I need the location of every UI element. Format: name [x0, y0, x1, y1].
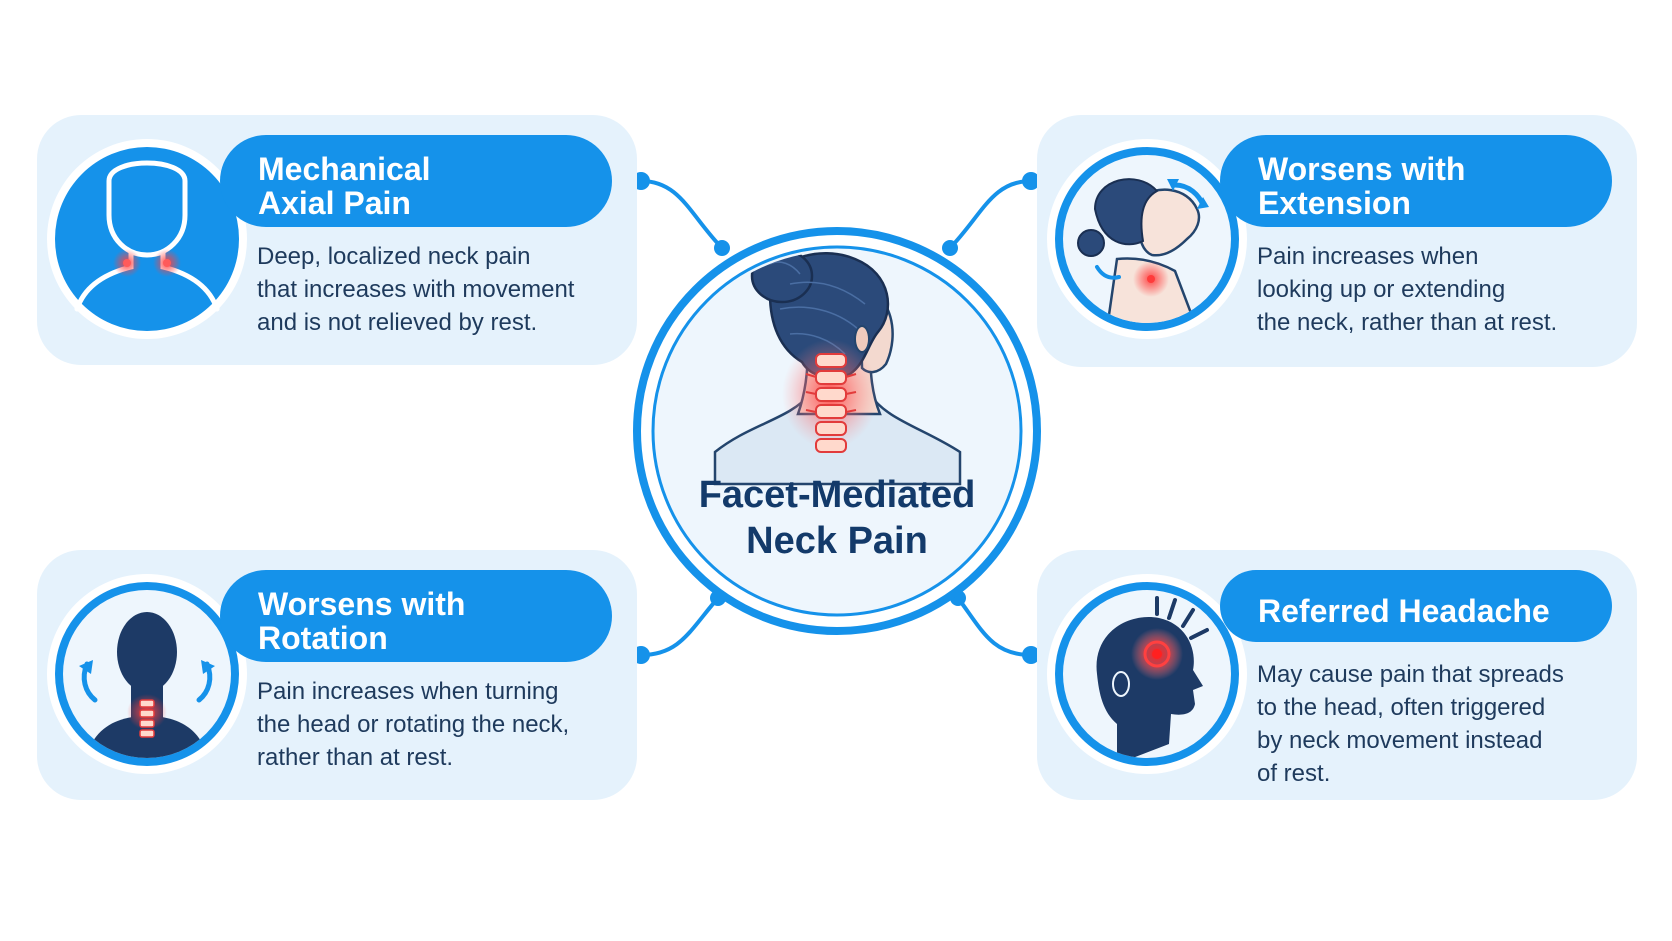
icon-ring: [47, 139, 247, 339]
card-worsens-with-rotation: Worsens with Rotation Pain increases whe…: [37, 550, 637, 800]
card-title-line1: Mechanical: [258, 151, 431, 187]
description-line: Deep, localized neck pain: [257, 243, 531, 270]
description-line: to the head, often triggered: [1257, 694, 1546, 721]
card-title-pill: Referred Headache: [1220, 570, 1612, 642]
description-line: that increases with movement: [257, 276, 575, 303]
card-description: Pain increases when looking up or extend…: [1257, 240, 1627, 339]
person-neck-pain-icon: [55, 147, 239, 331]
center-title: Facet-Mediated Neck Pain: [630, 472, 1044, 564]
description-line: the neck, rather than at rest.: [1257, 309, 1558, 336]
center-title-line1: Facet-Mediated: [698, 474, 976, 516]
description-line: May cause pain that spreads: [1257, 661, 1564, 688]
icon-ring: [1047, 574, 1247, 774]
card-title-pill: Mechanical Axial Pain: [220, 135, 612, 227]
head-rotation-icon: [55, 582, 239, 766]
description-line: Pain increases when: [1257, 243, 1479, 270]
card-title-line2: Rotation: [258, 620, 388, 656]
card-description: Pain increases when turning the head or …: [257, 675, 627, 774]
card-title-line1: Worsens with: [1258, 151, 1466, 187]
woman-neck-spine-pain-illustration: [633, 227, 1041, 635]
description-line: rather than at rest.: [257, 744, 454, 771]
card-title-pill: Worsens with Rotation: [220, 570, 612, 662]
head-pain-icon: [1055, 582, 1239, 766]
card-title-pill: Worsens with Extension: [1220, 135, 1612, 227]
description-line: the head or rotating the neck,: [257, 711, 570, 738]
icon-ring: [47, 574, 247, 774]
description-line: looking up or extending: [1257, 276, 1506, 303]
description-line: of rest.: [1257, 760, 1331, 787]
description-line: Pain increases when turning: [257, 678, 559, 705]
card-description: May cause pain that spreads to the head,…: [1257, 658, 1627, 790]
head-tilt-back-icon: [1055, 147, 1239, 331]
card-title-line2: Axial Pain: [258, 185, 411, 221]
card-title-line1: Worsens with: [258, 586, 466, 622]
card-worsens-with-extension: Worsens with Extension Pain increases wh…: [1037, 115, 1637, 367]
center-hub: Facet-Mediated Neck Pain: [630, 224, 1044, 638]
card-description: Deep, localized neck pain that increases…: [257, 240, 627, 339]
center-title-line2: Neck Pain: [746, 520, 928, 562]
icon-ring: [1047, 139, 1247, 339]
card-referred-headache: Referred Headache May cause pain that sp…: [1037, 550, 1637, 800]
card-title-line1: Referred Headache: [1258, 593, 1550, 629]
card-title-line2: Extension: [1258, 185, 1411, 221]
description-line: and is not relieved by rest.: [257, 309, 538, 336]
card-mechanical-axial-pain: Mechanical Axial Pain Deep, localized ne…: [37, 115, 637, 365]
description-line: by neck movement instead: [1257, 727, 1543, 754]
